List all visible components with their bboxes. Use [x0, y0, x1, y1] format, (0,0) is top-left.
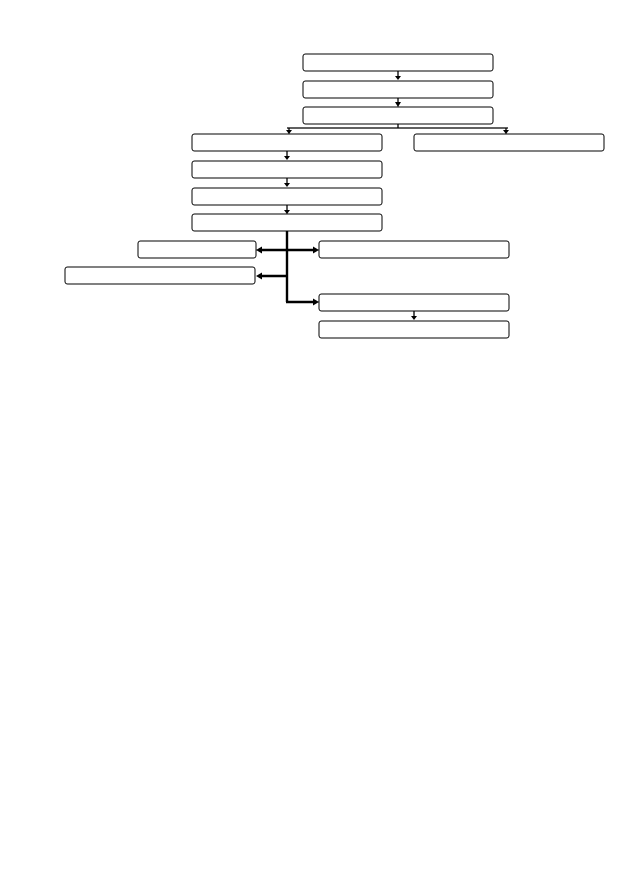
arrowhead-n6 — [284, 156, 290, 160]
flow-boxes — [64, 53, 605, 339]
flow-box-n8 — [191, 213, 383, 232]
arrowhead-n11 — [256, 272, 262, 280]
connectors — [256, 71, 509, 320]
arrowhead-n3 — [395, 102, 401, 107]
arrowhead-n5 — [503, 130, 509, 134]
arrowhead-n8 — [284, 210, 290, 214]
arrowhead-n7 — [284, 183, 290, 187]
flow-box-n1 — [302, 53, 494, 72]
flow-box-n11 — [64, 266, 256, 285]
flow-box-n5 — [413, 133, 605, 152]
arrowhead-n2 — [395, 76, 401, 80]
flow-box-n4 — [191, 133, 383, 152]
flow-box-n6 — [191, 160, 383, 179]
flow-box-n2 — [302, 80, 494, 99]
flow-box-n9 — [137, 240, 257, 259]
arrowhead-n9 — [256, 246, 262, 254]
flow-box-n12 — [318, 293, 510, 312]
flow-box-n10 — [318, 240, 510, 259]
flow-box-n3 — [302, 106, 494, 125]
arrowhead-n13 — [411, 316, 417, 320]
flow-box-n7 — [191, 187, 383, 206]
arrowhead-n10 — [313, 246, 319, 254]
flow-box-n13 — [318, 320, 510, 339]
arrowhead-n12 — [313, 298, 319, 306]
arrowhead-n4 — [286, 130, 292, 134]
